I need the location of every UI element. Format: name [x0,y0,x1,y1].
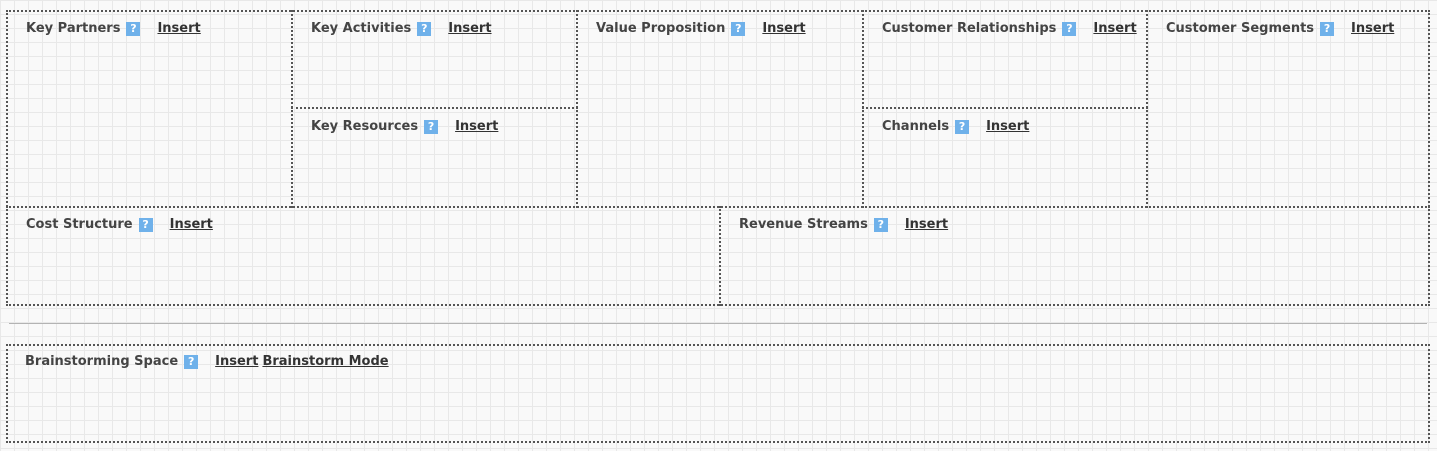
customer-relationships-title: Customer Relationships [882,21,1057,36]
customer-relationships-header: Customer Relationships ? Insert [882,21,1137,36]
channels-title: Channels [882,119,950,134]
divider-vertical-3 [862,10,864,208]
cost-structure-insert-link[interactable]: Insert [169,217,213,232]
help-icon[interactable]: ? [184,354,199,369]
value-proposition-section: Value Proposition ? Insert [578,12,862,206]
revenue-streams-header: Revenue Streams ? Insert [739,217,948,232]
help-icon[interactable]: ? [138,217,153,232]
channels-insert-link[interactable]: Insert [986,119,1030,134]
revenue-streams-title: Revenue Streams [739,217,868,232]
help-icon[interactable]: ? [126,21,141,36]
key-resources-insert-link[interactable]: Insert [455,119,499,134]
cost-structure-header: Cost Structure ? Insert [26,217,213,232]
help-icon[interactable]: ? [1320,21,1335,36]
key-activities-header: Key Activities ? Insert [311,21,492,36]
divider-top-bottom [6,206,1430,208]
key-partners-insert-link[interactable]: Insert [157,21,201,36]
help-icon[interactable]: ? [417,21,432,36]
key-partners-header: Key Partners ? Insert [26,21,201,36]
brainstorming-insert-link[interactable]: Insert [215,354,259,369]
key-resources-section: Key Resources ? Insert [293,110,576,206]
key-partners-section: Key Partners ? Insert [8,12,291,206]
key-activities-insert-link[interactable]: Insert [448,21,492,36]
help-icon[interactable]: ? [873,217,888,232]
divider-activities-resources [291,107,578,109]
channels-section: Channels ? Insert [864,110,1146,206]
key-activities-title: Key Activities [311,21,412,36]
brainstorm-mode-link[interactable]: Brainstorm Mode [262,354,389,369]
revenue-streams-section: Revenue Streams ? Insert [721,208,1428,304]
business-model-canvas [6,10,1430,306]
divider-vertical-4 [1146,10,1148,208]
cost-structure-title: Cost Structure [26,217,133,232]
brainstorming-space-header: Brainstorming Space ? Insert Brainstorm … [25,354,389,369]
customer-relationships-insert-link[interactable]: Insert [1093,21,1137,36]
divider-vertical-1 [291,10,293,208]
divider-vertical-2 [576,10,578,208]
value-proposition-title: Value Proposition [596,21,726,36]
revenue-streams-insert-link[interactable]: Insert [904,217,949,232]
value-proposition-header: Value Proposition ? Insert [596,21,806,36]
key-resources-title: Key Resources [311,119,419,134]
help-icon[interactable]: ? [955,119,970,134]
help-icon[interactable]: ? [731,21,746,36]
key-activities-section: Key Activities ? Insert [293,12,576,107]
customer-relationships-section: Customer Relationships ? Insert [864,12,1146,107]
help-icon[interactable]: ? [424,119,439,134]
key-partners-title: Key Partners [26,21,121,36]
customer-segments-insert-link[interactable]: Insert [1351,21,1395,36]
customer-segments-title: Customer Segments [1166,21,1315,36]
divider-cost-revenue [719,206,721,306]
key-resources-header: Key Resources ? Insert [311,119,498,134]
customer-segments-header: Customer Segments ? Insert [1166,21,1394,36]
help-icon[interactable]: ? [1062,21,1077,36]
brainstorming-space-title: Brainstorming Space [25,354,179,369]
section-separator [9,323,1427,324]
channels-header: Channels ? Insert [882,119,1029,134]
customer-segments-section: Customer Segments ? Insert [1148,12,1428,206]
value-proposition-insert-link[interactable]: Insert [762,21,806,36]
cost-structure-section: Cost Structure ? Insert [8,208,719,304]
divider-relationships-channels [862,107,1148,109]
brainstorming-space-section: Brainstorming Space ? Insert Brainstorm … [6,344,1430,443]
